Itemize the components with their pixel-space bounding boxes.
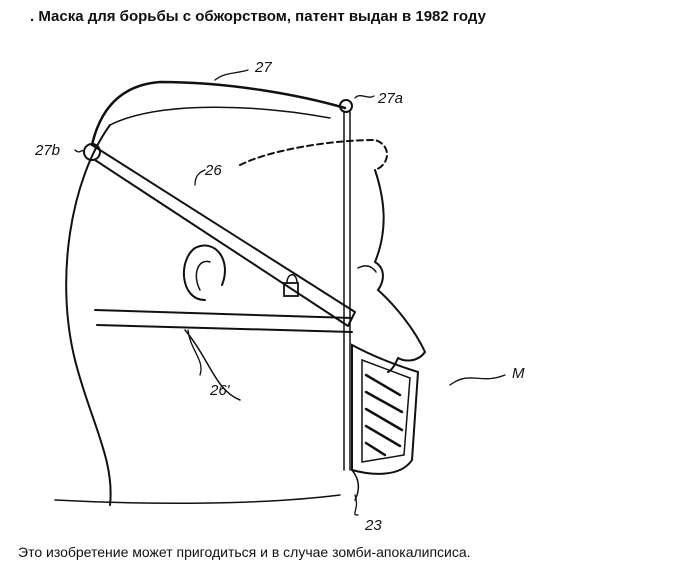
- caption: Это изобретение может пригодиться и в сл…: [18, 544, 471, 560]
- label-23: 23: [364, 517, 382, 534]
- label-26: 26: [204, 162, 222, 179]
- lock-icon: [283, 282, 299, 297]
- vertical-rod: [343, 111, 351, 471]
- title: . Маска для борьбы с обжорством, патент …: [30, 8, 486, 25]
- head-outline: [65, 124, 112, 506]
- ear: [182, 244, 226, 301]
- band-26prime: [94, 309, 353, 333]
- collar: [54, 494, 341, 505]
- strap-27: [90, 80, 347, 147]
- label-M: M: [512, 365, 525, 382]
- face-profile: [373, 169, 427, 373]
- label-27: 27: [254, 59, 272, 76]
- label-27a: 27a: [377, 90, 403, 107]
- strap-26: [91, 144, 356, 327]
- hairline: [239, 138, 388, 171]
- mask-cage: [351, 343, 420, 475]
- label-26prime: 26': [209, 382, 231, 399]
- head-top: [109, 106, 331, 126]
- label-27b: 27b: [34, 142, 60, 159]
